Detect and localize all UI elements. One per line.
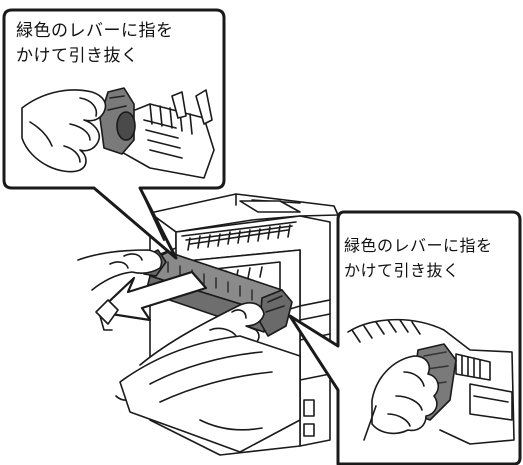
callout-2-illustration — [347, 318, 515, 445]
left-hand — [77, 249, 163, 291]
callout-1-line-1: 緑色のレバーに指を — [16, 21, 174, 41]
rear-cover — [95, 299, 301, 453]
callout-2-line-1: 緑色のレバーに指を — [344, 236, 493, 255]
callout-1-illustration — [21, 87, 215, 179]
callout-1-line-2: かけて引き抜く — [16, 46, 139, 66]
callout-2-text: 緑色のレバーに指を かけて引き抜く — [344, 233, 493, 283]
callout-2-line-2: かけて引き抜く — [344, 261, 460, 280]
pull-direction-arrow — [96, 270, 208, 322]
callout-1-text: 緑色のレバーに指を かけて引き抜く — [16, 19, 174, 69]
callout-1-pointer — [139, 187, 165, 241]
